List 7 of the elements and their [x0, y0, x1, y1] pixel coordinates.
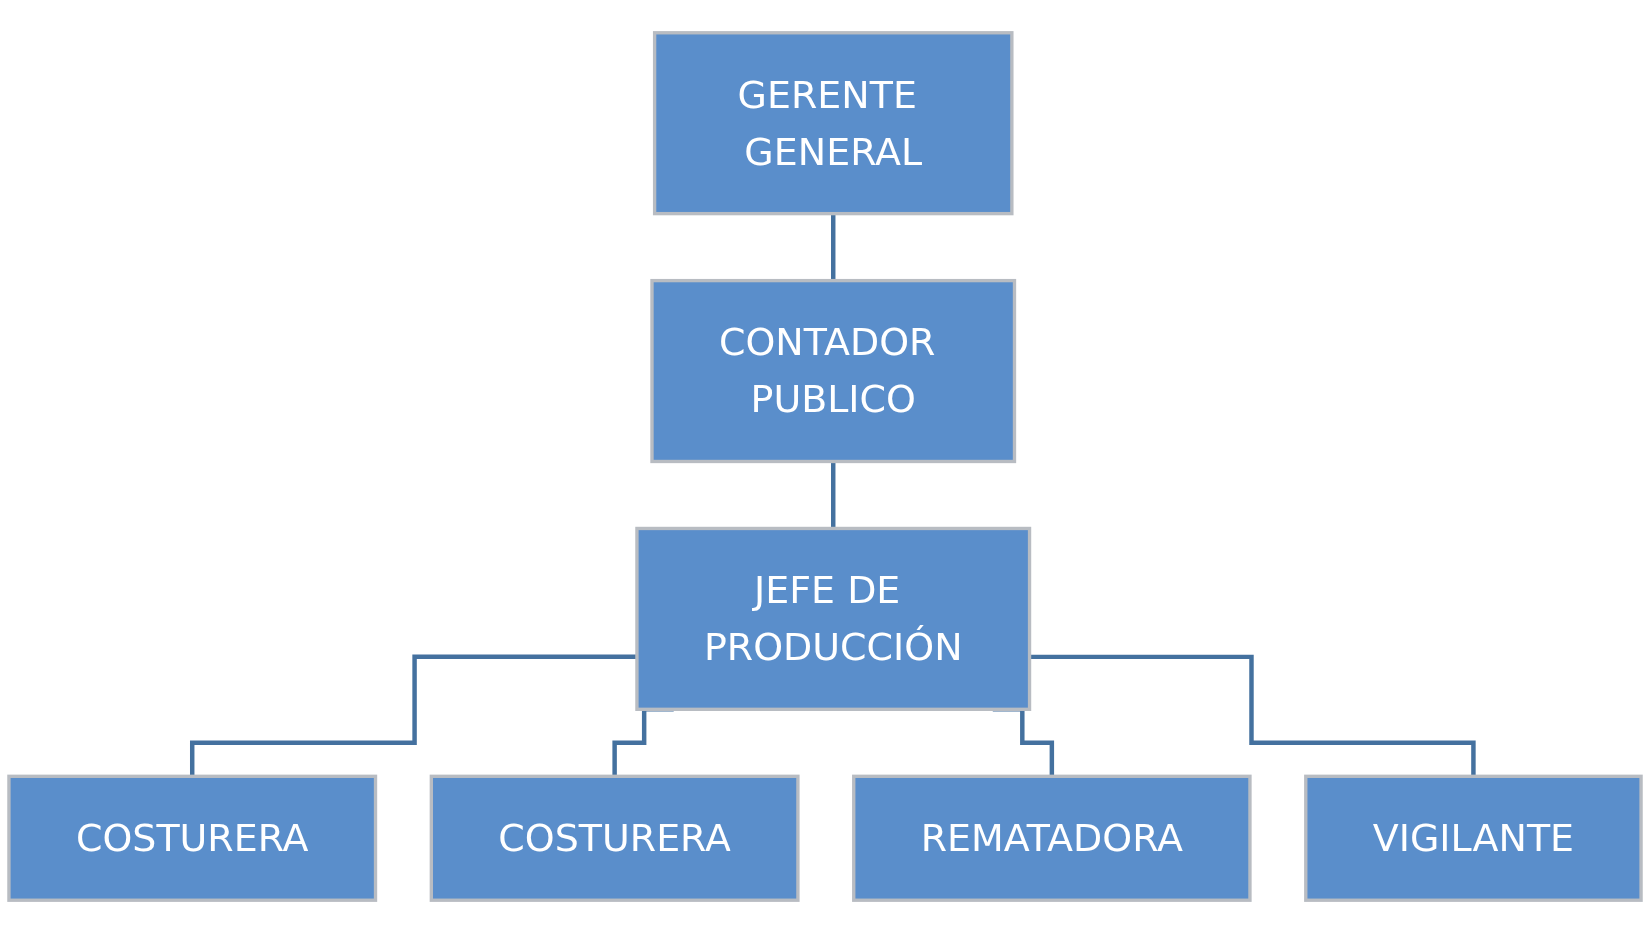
node-box: GERENTE GENERAL [652, 31, 1014, 216]
node-box: COSTURERA [429, 774, 800, 902]
node-box: REMATADORA [852, 774, 1252, 902]
node-box: COSTURERA [7, 774, 378, 902]
node-box: CONTADOR PUBLICO [650, 278, 1017, 464]
node-box: JEFE DE PRODUCCIÓN [635, 526, 1032, 711]
node-box: VIGILANTE [1304, 774, 1643, 902]
